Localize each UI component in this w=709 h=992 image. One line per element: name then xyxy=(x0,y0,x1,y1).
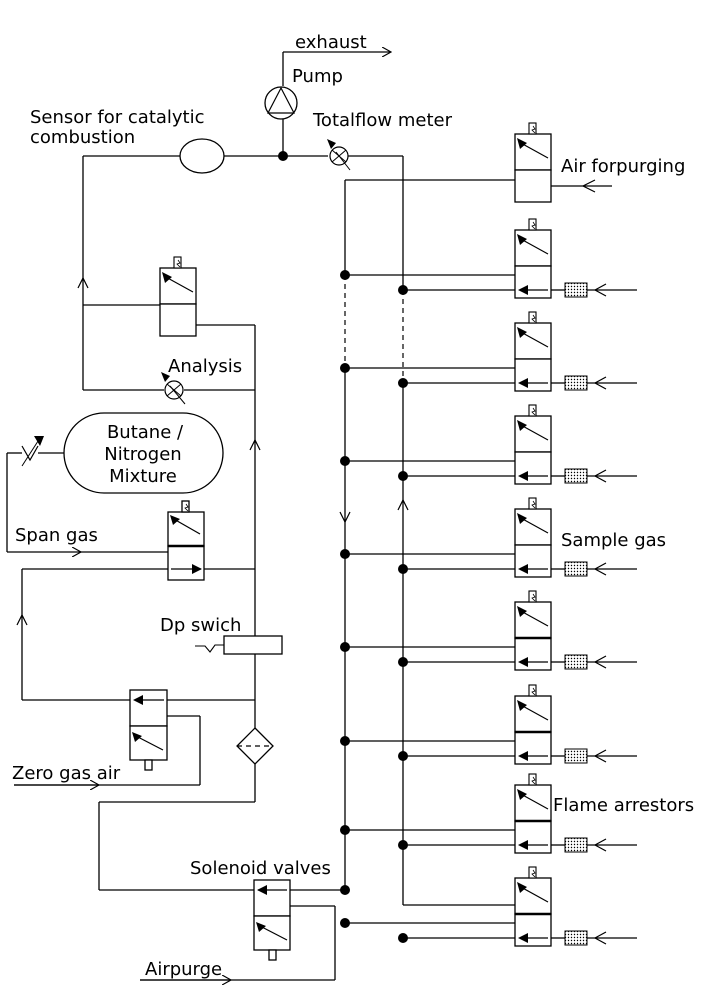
flame-arrestor-icon xyxy=(564,561,588,577)
valve-flow-arrow xyxy=(518,471,528,481)
inlet-arrow xyxy=(593,562,607,576)
inlet-arrow xyxy=(593,283,607,297)
junction-dot xyxy=(398,564,408,574)
span-gas-label: Span gas xyxy=(15,525,98,546)
valve-flow-arrow xyxy=(518,657,528,667)
junction-dot xyxy=(398,471,408,481)
inlet-arrow xyxy=(593,469,607,483)
junction-dot xyxy=(340,270,350,280)
junction-dot xyxy=(340,642,350,652)
span-gas-solenoid-valve xyxy=(167,500,205,581)
mixture-label-line2: Nitrogen xyxy=(104,444,181,465)
air-purging-label: Air forpurging xyxy=(561,156,685,177)
inlet-arrow xyxy=(593,931,607,945)
valve-flow-arrow xyxy=(518,285,528,295)
inlet-arrow xyxy=(593,376,607,390)
sample-gas-label: Sample gas xyxy=(561,530,666,551)
pump-label: Pump xyxy=(292,66,343,87)
dp-switch-label: Dp swich xyxy=(160,615,241,636)
inlet-arrow xyxy=(593,655,607,669)
junction-dot xyxy=(340,885,350,895)
sample-solenoid-valve xyxy=(514,866,552,947)
filter-icon xyxy=(236,727,274,765)
junction-dot xyxy=(340,918,350,928)
flame-arrestor-icon xyxy=(564,282,588,298)
flame-arrestor-icon xyxy=(564,468,588,484)
analysis-meter-icon xyxy=(161,372,186,405)
mixture-label-line1: Butane / xyxy=(107,422,184,443)
sample-solenoid-valve xyxy=(514,497,552,578)
junction-dot xyxy=(340,363,350,373)
sample-solenoid-valve xyxy=(514,218,552,299)
junction-dot xyxy=(398,840,408,850)
zero-gas-solenoid-valve xyxy=(129,689,168,771)
valve-flow-arrow xyxy=(518,378,528,388)
sample-solenoid-valve xyxy=(514,773,552,854)
exhaust-label: exhaust xyxy=(295,32,367,53)
sample-solenoid-valve xyxy=(514,590,552,671)
solenoid-valves-label: Solenoid valves xyxy=(190,858,331,879)
inlet-arrow xyxy=(593,749,607,763)
valve-flow-arrow xyxy=(518,933,528,943)
analysis-solenoid-valve xyxy=(159,256,197,337)
junction-dot xyxy=(340,549,350,559)
junction-dot xyxy=(278,151,288,161)
span-gas-regulator-icon xyxy=(21,436,44,467)
airpurge-solenoid-valve xyxy=(253,879,291,961)
dp-switch xyxy=(223,635,283,655)
valve-flow-arrow xyxy=(518,840,528,850)
junction-dot xyxy=(340,825,350,835)
junction-dot xyxy=(340,736,350,746)
pump-icon xyxy=(264,86,298,120)
sensor-label-line1: Sensor for catalytic xyxy=(30,107,205,128)
junction-dot xyxy=(398,378,408,388)
sample-solenoid-valve xyxy=(514,684,552,765)
junction-dot xyxy=(398,285,408,295)
valve-flow-arrow xyxy=(518,564,528,574)
sensor-label-line2: combustion xyxy=(30,127,135,148)
totalflow-label: Totalflow meter xyxy=(312,110,453,131)
junction-dot xyxy=(398,933,408,943)
catalytic-sensor-icon xyxy=(179,138,225,174)
air-purging-valve xyxy=(514,122,552,203)
flame-arrestor-icon xyxy=(564,930,588,946)
flame-arrestor-icon xyxy=(564,837,588,853)
junction-dot xyxy=(398,751,408,761)
junction-dot xyxy=(398,657,408,667)
airpurge-label: Airpurge xyxy=(145,959,222,980)
flame-arrestor-icon xyxy=(564,375,588,391)
analysis-label: Analysis xyxy=(168,356,242,377)
flame-arrestor-icon xyxy=(564,654,588,670)
zero-gas-label: Zero gas air xyxy=(12,763,121,784)
totalflow-meter-icon xyxy=(327,139,351,171)
flame-arrestors-label: Flame arrestors xyxy=(553,795,694,816)
valve-flow-arrow xyxy=(518,751,528,761)
mixture-label-line3: Mixture xyxy=(109,466,177,487)
inlet-arrow xyxy=(593,838,607,852)
sample-solenoid-valve xyxy=(514,311,552,392)
flame-arrestor-icon xyxy=(564,748,588,764)
junction-dot xyxy=(340,456,350,466)
sample-solenoid-valve xyxy=(514,404,552,485)
